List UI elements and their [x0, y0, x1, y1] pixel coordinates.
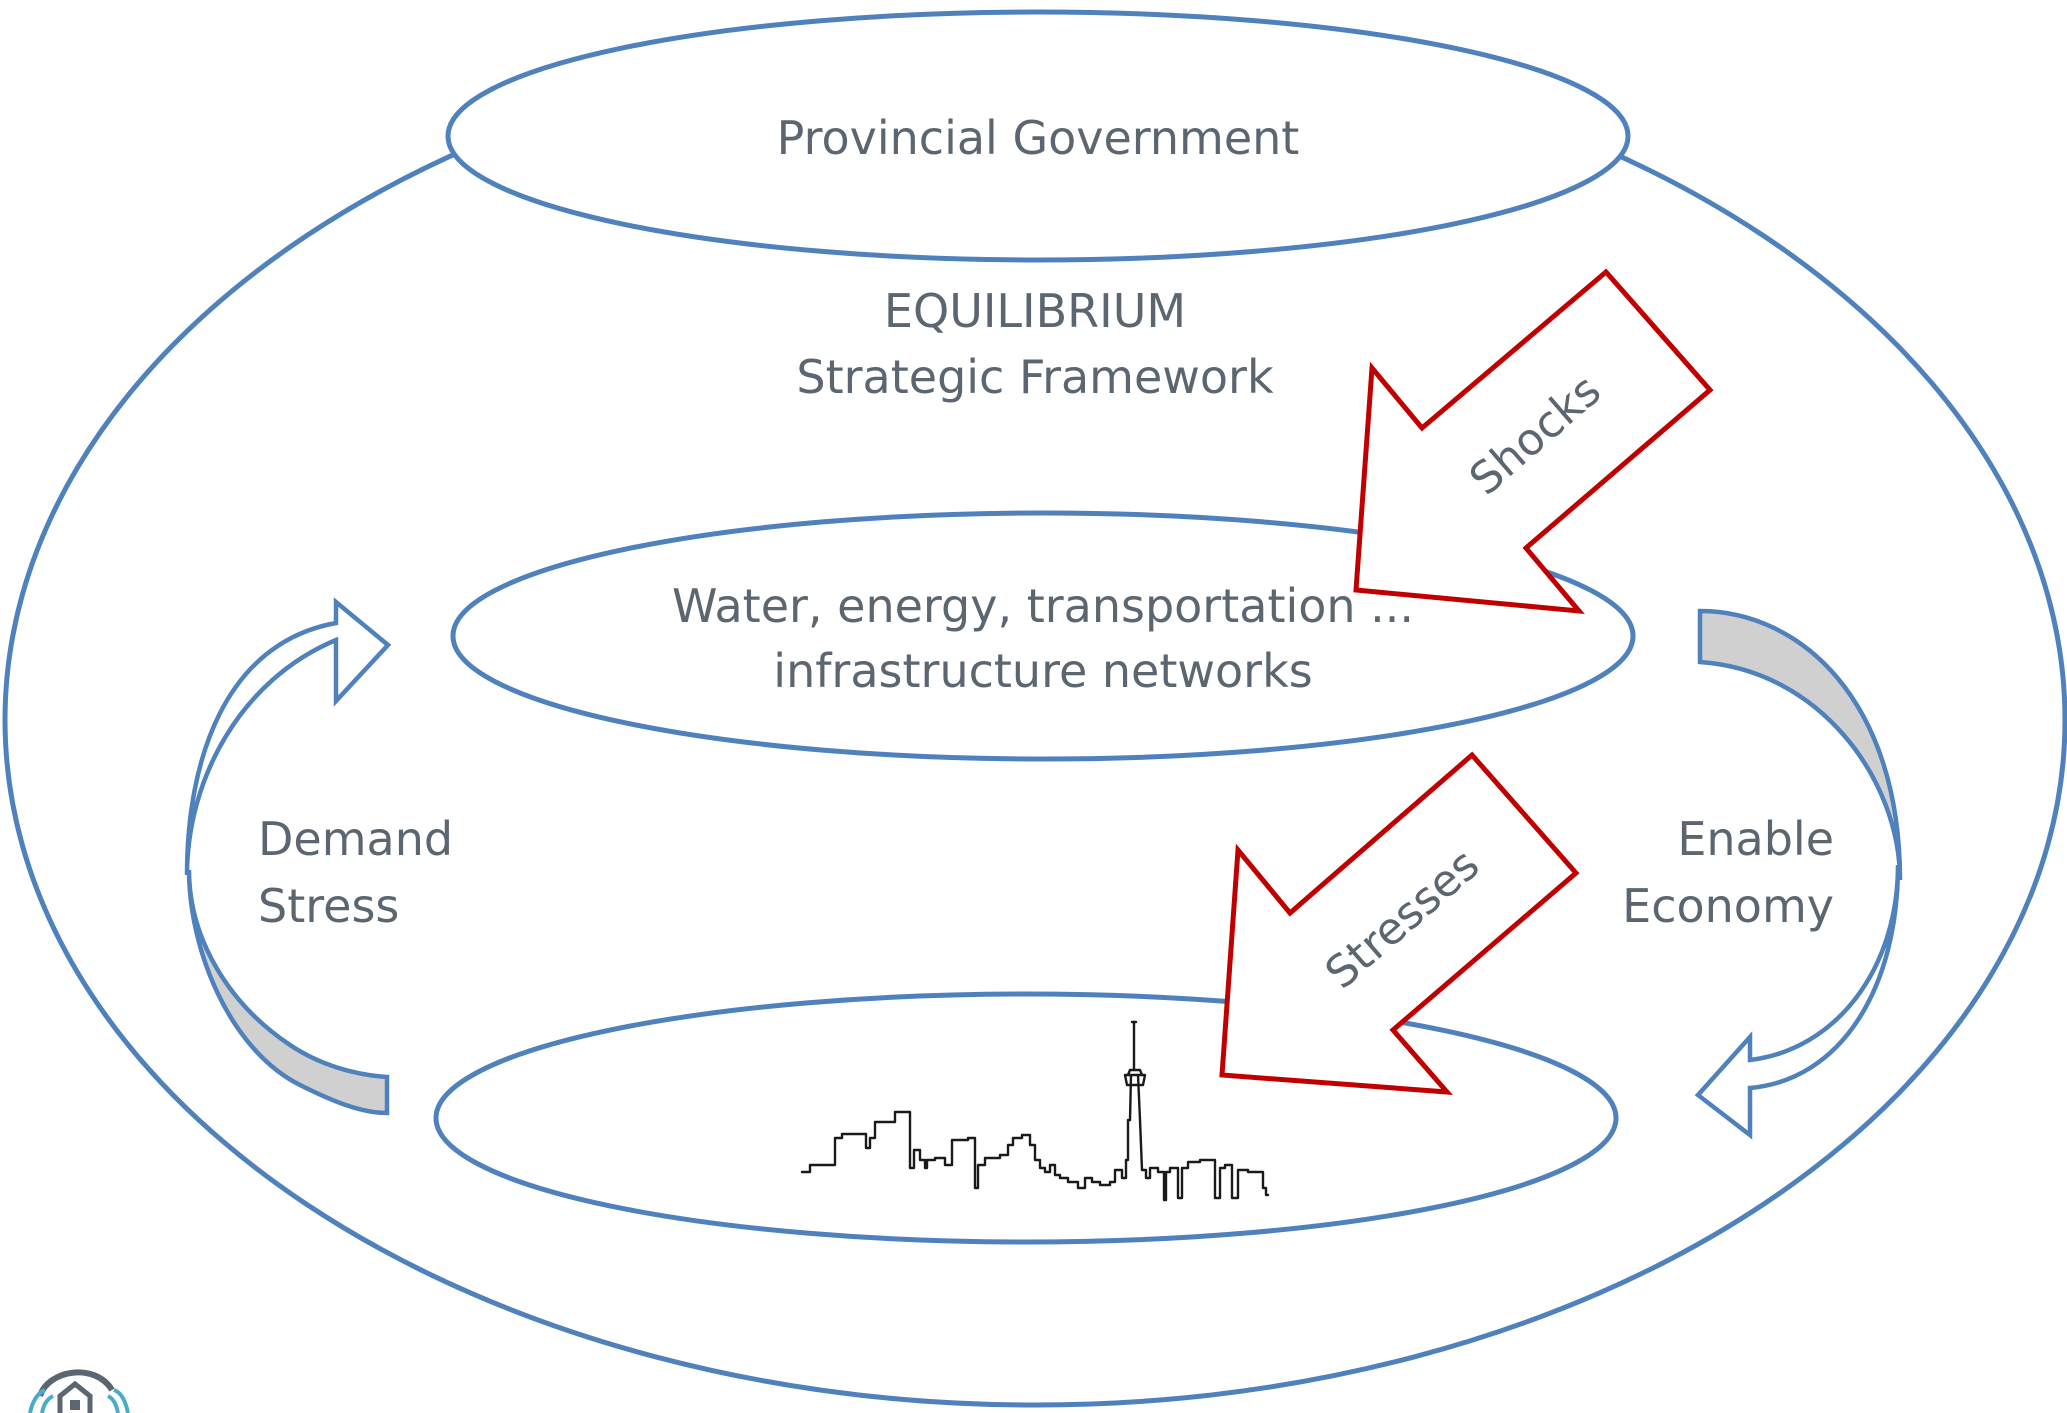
economy-label: Economy: [1622, 879, 1834, 933]
city-skyline-icon: [800, 1020, 1270, 1202]
stresses-arrow: Stresses: [1219, 751, 1580, 1095]
house-signal-logo-icon: [28, 1369, 130, 1413]
shocks-arrow: Shocks: [1353, 268, 1714, 615]
framework-subtitle: Strategic Framework: [796, 350, 1274, 404]
city-ellipse: [433, 991, 1619, 1245]
infrastructure-label-line1: Water, energy, transportation ...: [672, 579, 1414, 633]
stress-label: Stress: [258, 879, 399, 933]
infrastructure-label-line2: infrastructure networks: [773, 644, 1312, 698]
enable-label: Enable: [1677, 812, 1834, 866]
enable-economy-arrow-shade: [1697, 608, 1903, 881]
framework-title: EQUILIBRIUM: [884, 284, 1186, 338]
demand-stress-arrow-body: [184, 597, 392, 876]
enable-economy-curved-arrow: [1694, 608, 1903, 1140]
provincial-government-ellipse: [445, 9, 1631, 263]
infrastructure-ellipse: [450, 510, 1636, 762]
enable-economy-arrow-body: [1694, 864, 1901, 1140]
demand-stress-curved-arrow: [184, 597, 392, 1116]
provincial-government-label: Provincial Government: [777, 111, 1300, 165]
demand-label: Demand: [258, 812, 453, 866]
demand-stress-arrow-shade: [186, 869, 390, 1116]
